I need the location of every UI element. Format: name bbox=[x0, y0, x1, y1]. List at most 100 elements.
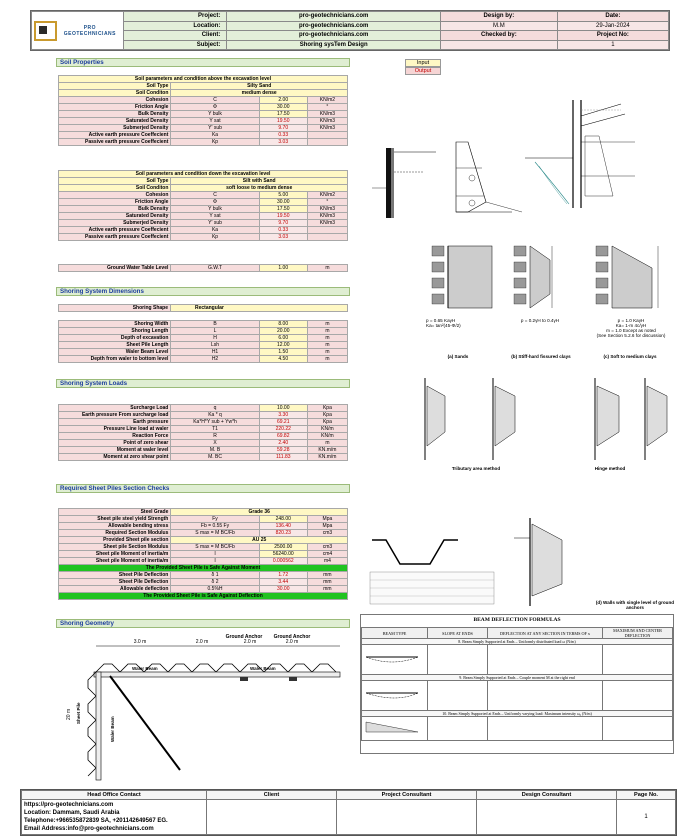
row-symbol: C bbox=[170, 191, 260, 199]
row-value: 136.40 bbox=[258, 522, 308, 530]
shape-value[interactable]: Rectangular bbox=[170, 304, 348, 312]
row-symbol: M. B bbox=[170, 446, 260, 454]
row-value[interactable]: 20.00 bbox=[258, 327, 308, 335]
row-value[interactable]: 56240.00 bbox=[258, 550, 308, 558]
row-label: Sheet Pile Length bbox=[57, 341, 172, 349]
row-value[interactable]: 17.50 bbox=[258, 110, 308, 118]
row-label: Reaction Force bbox=[57, 432, 172, 440]
row-value[interactable]: 8.00 bbox=[258, 320, 308, 328]
row-value[interactable]: 5.00 bbox=[258, 191, 308, 199]
row-value[interactable]: 2.00 bbox=[258, 96, 308, 104]
row-value: 9.70 bbox=[258, 124, 308, 132]
gwt-unit: m bbox=[306, 264, 349, 272]
row-unit: m bbox=[306, 439, 349, 447]
row-label: Friction Angle bbox=[57, 198, 172, 206]
soil-type-value[interactable]: Silty Sand bbox=[170, 82, 348, 90]
caption-soft-clays: (c) Soft to medium clays bbox=[603, 354, 657, 359]
row-label: Shoring Length bbox=[57, 327, 172, 335]
row-unit: KN.m/m bbox=[306, 446, 349, 454]
steel-grade-value[interactable]: Grade 36 bbox=[170, 508, 348, 516]
row-label: Active earth pressure Coeffecient bbox=[57, 226, 172, 234]
row-unit: cm4 bbox=[306, 550, 349, 558]
row-value[interactable]: 30.00 bbox=[258, 198, 308, 206]
location-value: pro-geotechnicians.com bbox=[226, 20, 441, 31]
legend-input: Input bbox=[405, 59, 441, 67]
row-label: Passive earth pressure Coeffecient bbox=[57, 233, 172, 241]
row-label: Sheet pile Moment of inertia/m bbox=[57, 550, 172, 558]
row-value[interactable]: 6.00 bbox=[258, 334, 308, 342]
location-label: Location: bbox=[122, 20, 228, 31]
row-unit: cm3 bbox=[306, 529, 349, 537]
section-shoring-loads: Shoring System Loads bbox=[56, 379, 350, 388]
row-value[interactable]: 4.50 bbox=[258, 355, 308, 363]
row-value[interactable]: 1.50 bbox=[258, 348, 308, 356]
walls-caption: (d) Walls with single level of ground an… bbox=[595, 600, 675, 610]
email-link[interactable]: Email Address:info@pro-geotechnicians.co… bbox=[24, 826, 154, 832]
footer-page-no: Page No. bbox=[616, 790, 676, 800]
row-value[interactable]: 2500.00 bbox=[258, 543, 308, 551]
row-symbol: S max = M BC/Fb bbox=[170, 529, 260, 537]
designer-value: M.M bbox=[439, 20, 558, 31]
dim-label: 2.0 m bbox=[286, 639, 299, 645]
row-unit: KN/m3 bbox=[306, 205, 349, 213]
soil-condition-value[interactable]: soft loose to medium dense bbox=[170, 184, 348, 192]
caption-sands: (a) Sands bbox=[447, 354, 469, 359]
provided-section-label: Provided Sheet pile section bbox=[57, 536, 172, 544]
sheet-pile-label: Sheet Pile bbox=[76, 702, 81, 724]
row-value: 19.50 bbox=[258, 212, 308, 220]
row-value[interactable]: 10.00 bbox=[258, 404, 308, 412]
row-value: 3.03 bbox=[258, 138, 308, 146]
row-value[interactable]: 248.00 bbox=[258, 515, 308, 523]
website-link[interactable]: https://pro-geotechnicians.com bbox=[24, 802, 114, 808]
row-label: Required Section Modulus bbox=[57, 529, 172, 537]
row-unit: KN.m/m bbox=[306, 453, 349, 461]
row-label: Bulk Density bbox=[57, 205, 172, 213]
shoring-geometry-plan: 3.0 m 2.0 m 2.0 m 2.0 m Ground Anchor Gr… bbox=[66, 634, 341, 781]
row-value[interactable]: 12.00 bbox=[258, 341, 308, 349]
row-symbol: Lsh bbox=[170, 341, 260, 349]
row-unit: Mpa bbox=[306, 515, 349, 523]
provided-section-value[interactable]: AU 25 bbox=[170, 536, 348, 544]
soil-type-value[interactable]: Silt with Sand bbox=[170, 177, 348, 185]
row-unit: m bbox=[306, 320, 349, 328]
row-symbol: Ka bbox=[170, 226, 260, 234]
beam-col-deflection: DEFLECTION AT ANY SECTION IN TERMS OF x bbox=[487, 627, 603, 639]
waler-beam-label: Waler Beam bbox=[110, 716, 115, 742]
shape-label: Shoring Shape bbox=[58, 304, 171, 312]
stiff-formula: p = 0.2γH to 0.4γH bbox=[520, 318, 560, 323]
m-note-2: (See Section 5.2.6 for discussion) bbox=[596, 333, 666, 338]
soil-condition-value[interactable]: medium dense bbox=[170, 89, 348, 97]
row-unit: m bbox=[306, 334, 349, 342]
row-value: 0.33 bbox=[258, 131, 308, 139]
row-symbol: Kp bbox=[170, 233, 260, 241]
date-label: Date: bbox=[556, 11, 670, 22]
gwt-value[interactable]: 1.00 bbox=[258, 264, 308, 272]
row-unit: ° bbox=[306, 103, 349, 111]
footer: Head Office Contact Client Project Consu… bbox=[20, 789, 677, 836]
soil-type-label: Soil Type bbox=[57, 177, 172, 185]
row-unit: m bbox=[306, 348, 349, 356]
length-label: 20 m bbox=[66, 709, 72, 720]
ground-anchor-label: Ground Anchor bbox=[274, 634, 311, 640]
row-value[interactable]: 30.00 bbox=[258, 103, 308, 111]
row-label: Active earth pressure Coeffecient bbox=[57, 131, 172, 139]
row-label: Waler Beam Level bbox=[57, 348, 172, 356]
logo: PRO GEOTECHNICIANS bbox=[31, 11, 124, 50]
row-value: 0.33 bbox=[258, 226, 308, 234]
row-label: Depth from waler to bottom level bbox=[57, 355, 172, 363]
row-label: Submerjed Density bbox=[57, 219, 172, 227]
row-value[interactable]: 17.50 bbox=[258, 205, 308, 213]
